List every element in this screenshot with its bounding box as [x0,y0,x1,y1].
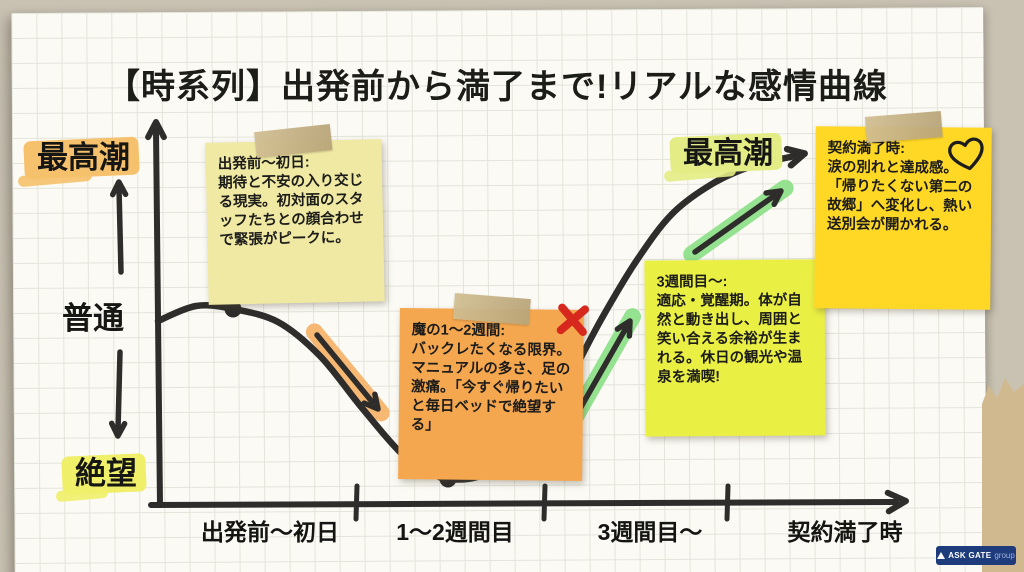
sticky-note-departure: 出発前〜初日:期待と不安の入り交じる現実。初対面のスタッフたちとの顔合わせで緊張… [205,123,385,305]
marker-arrow-head [614,318,633,339]
x-axis-label-week3: 3週間目〜 [597,519,703,545]
sticky-note-week1-2: 魔の1〜2週間:バックレたくなる限界。マニュアルの多さ、足の激痛。「今すぐ帰りた… [398,292,584,481]
y-axis-label-normal: 普通 [62,301,124,336]
emotion-curve-arrowhead [783,145,808,169]
masking-tape-icon [452,292,531,326]
peak-label-right: 最高潮 [678,128,778,172]
note-title: 3週間目〜: [656,274,728,291]
note-title: 出発前〜初日: [217,154,310,173]
askgate-logo: ASK GATE group [936,546,1016,565]
marker-arrow-shaft [692,193,777,255]
y-axis-label-despair: 絶望 [70,448,142,493]
x-axis-arrowhead [884,489,909,515]
x-axis-line [148,499,899,508]
highlighted-text: 最高潮 [678,128,778,172]
kraft-paper-strip [982,378,1024,572]
highlighted-text: 最高潮 [32,132,135,177]
x-axis-label-contract-end: 契約満了時 [787,519,903,545]
highlighted-text: 絶望 [70,448,142,493]
mini-arrow-up-head [109,179,129,198]
x-axis-label-departure: 出発前〜初日 [201,519,339,545]
x-axis-tick [353,483,360,522]
marker-arrow-shaft [314,332,376,405]
sticky-note-contract-end: 契約満了時:涙の別れと達成感。「帰りたくない第二の故郷」へ変化し、熱い送別会が開… [814,111,992,310]
y-axis-arrowhead [145,119,167,141]
logo-triangle-icon [937,552,946,559]
logo-brand-text: ASK GATE [948,551,992,560]
mini-arrow-down [115,349,123,433]
mini-arrow-up [116,185,124,275]
red-x-icon [548,294,598,344]
sticky-note-week3: 3週間目〜:適応・覚醒期。体が自然と動き出し、周囲と笑い合える余裕が生まれる。休… [644,259,826,437]
masking-tape-icon [864,111,943,143]
x-axis-tick [724,483,731,522]
note-body: バックレたくなる限界。マニュアルの多さ、足の激痛。「今すぐ帰りたいと毎日ベッドで… [410,341,572,434]
marker-arrow-head [763,188,784,208]
note-body: 期待と不安の入り交じる現実。初対面のスタッフたちとの顔合わせで緊張がピークに。 [218,172,364,249]
x-axis-label-week1-2: 1〜2週間目 [396,519,514,545]
note-body: 適応・覚醒期。体が自然と動き出し、周囲と笑い合える余裕が生まれる。休日の観光や温… [656,292,803,386]
heart-icon [948,137,984,171]
x-axis-tick [541,483,548,522]
marker-arrow-head [361,391,381,412]
y-axis-label-peak: 最高潮 [32,132,135,177]
logo-suffix-text: group [994,551,1015,560]
page-title: 【時系列】出発前から満了まで!リアルな感情曲線 [106,67,888,106]
mini-arrow-down-head [108,420,128,439]
curve-point-dot [224,300,242,318]
